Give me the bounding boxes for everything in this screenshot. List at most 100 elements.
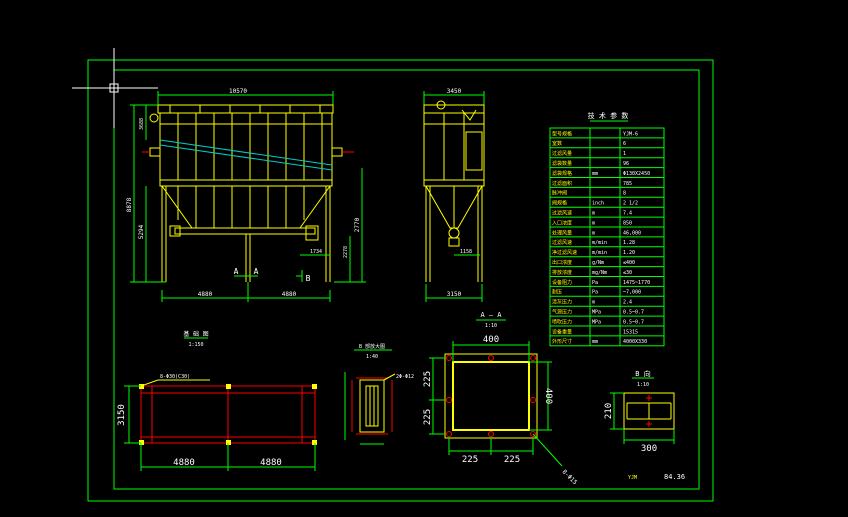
base-plan-height: 3150 (117, 404, 127, 426)
front-top-dim: 10570 (229, 88, 247, 95)
base-plan-text: 基 础 图 1:150 8-Φ30(C30) 3150 4880 4880 (117, 330, 282, 468)
table-cell-value: 850 (623, 220, 632, 226)
b-width-dim: 300 (641, 444, 657, 454)
front-right-height: 2770 (354, 217, 361, 232)
table-cell-name: 气源压力 (552, 309, 572, 316)
side-view (423, 91, 485, 302)
table-cell-name: 出口浓度 (552, 259, 572, 266)
table-cell-name: 排放浓度 (552, 269, 572, 276)
detail-note: 2Φ-Φ12 (396, 374, 414, 380)
b-scale: 1:10 (637, 382, 649, 388)
detail-title: B 部放大图 (359, 343, 385, 350)
b-direction-mark: B (306, 274, 311, 283)
front-view-dimensions: 10570 3688 8878 5294 2770 2278 1734 4880… (126, 88, 361, 298)
base-plan-scale: 1:150 (188, 342, 203, 348)
title-block-label: YJM (628, 475, 637, 481)
table-cell-unit: mm (592, 339, 598, 345)
outer-border (87, 59, 714, 502)
inner-border (113, 69, 700, 490)
table-cell-value: 8 (623, 191, 626, 197)
table-cell-unit: m/min (592, 240, 607, 246)
table-cell-name: 滤袋数量 (552, 160, 572, 167)
table-cell-name: 清灰压力 (552, 299, 572, 306)
table-cell-name: 型号规格 (552, 130, 572, 137)
table-cell-value: 6 (623, 141, 626, 147)
table-cell-unit: inch (592, 201, 604, 207)
aa-scale: 1:10 (485, 323, 497, 329)
title-block: YJM 84.36 (628, 473, 685, 481)
table-cell-unit: m (592, 211, 595, 217)
front-left-small: 3688 (139, 118, 145, 130)
table-cell-name: 设备阻力 (552, 279, 572, 286)
table-cell-value: 46,000 (623, 230, 641, 236)
table-cell-unit: m/min (592, 250, 607, 256)
table-cell-value: 96 (623, 161, 629, 167)
front-right-small: 2278 (343, 246, 349, 258)
front-view (130, 91, 366, 302)
table-cell-value: 1475~1770 (623, 280, 650, 286)
table-cell-value: 1.20 (623, 250, 635, 256)
title-block-weight: 84.36 (664, 473, 685, 481)
side-view-dimensions: 3450 1158 3150 (447, 88, 472, 298)
table-cell-value: Φ130X2450 (623, 171, 650, 177)
table-cell-value: ~7,000 (623, 290, 641, 296)
table-cell-name: 过滤风速 (552, 239, 572, 246)
aa-right-dim: 400 (543, 388, 553, 404)
table-title: 技 术 参 数 (588, 111, 629, 120)
table-cell-value: 15315 (623, 329, 638, 335)
b-height-dim: 210 (604, 403, 614, 419)
table-grid (549, 127, 665, 347)
base-plan-left-width: 4880 (173, 458, 195, 468)
table-cell-value: 2 1/2 (623, 201, 638, 207)
side-top-dim: 3450 (447, 88, 462, 95)
table-cell-name: 设备重量 (552, 328, 572, 335)
section-aa-text: A — A 1:10 400 400 225 225 225 225 8-Φ15 (423, 311, 579, 486)
table-cell-value: 1 (623, 151, 626, 157)
table-cell-unit: Pa (592, 280, 598, 286)
front-left-height: 8878 (126, 197, 133, 212)
table-cell-value: 0.5~0.7 (623, 310, 644, 316)
table-cell-name: 阀规格 (552, 200, 567, 207)
aa-left-lower: 225 (423, 409, 433, 425)
front-bottom-right: 4880 (282, 291, 297, 298)
front-bottom-left: 4880 (198, 291, 213, 298)
table-cell-name: 过滤风量 (552, 150, 572, 157)
table-cell-unit: MPa (592, 319, 601, 325)
table-cell-value: 0.5~0.7 (623, 319, 644, 325)
aa-left-upper: 225 (423, 371, 433, 387)
table-cell-unit: m (592, 300, 595, 306)
detail-view-text: B 部放大图 1:40 2Φ-Φ12 (359, 343, 414, 380)
table-cell-unit: mg/Nm (592, 270, 607, 276)
aa-bottom-right: 225 (504, 455, 520, 465)
table-cell-value: 2.4 (623, 300, 632, 306)
base-plan (124, 337, 317, 471)
table-cell-name: 耐压 (552, 289, 562, 296)
table-cell-name: 处理风量 (552, 229, 572, 236)
side-bottom-dim: 3150 (447, 291, 462, 298)
table-cell-name: 过滤面积 (552, 180, 572, 187)
table-cell-unit: m (592, 220, 595, 226)
front-left-mid: 5294 (138, 224, 145, 239)
section-mark-left: A (234, 267, 239, 276)
side-inner-dim: 1158 (460, 249, 472, 255)
section-aa-view (429, 319, 563, 467)
section-b-view (610, 377, 675, 444)
detail-view (344, 349, 396, 445)
table-cell-unit: m (592, 230, 595, 236)
table-cell-unit: mm (592, 171, 598, 177)
table-cell-name: 脉冲阀 (552, 190, 567, 197)
table-cell-name: 滤袋规格 (552, 170, 572, 177)
aa-bottom-left: 225 (462, 455, 478, 465)
table-cell-value: 1.28 (623, 240, 635, 246)
table-cell-value: 4000X330 (623, 339, 647, 345)
section-mark-right: A (254, 267, 259, 276)
aa-title: A — A (480, 311, 502, 319)
table-cell-value: ≤400 (623, 260, 635, 266)
table-cell-unit: MPa (592, 310, 601, 316)
front-inlet-dim: 1734 (310, 249, 322, 255)
table-cell-name: 室数 (552, 140, 562, 147)
table-cell-value: 7.4 (623, 211, 632, 217)
